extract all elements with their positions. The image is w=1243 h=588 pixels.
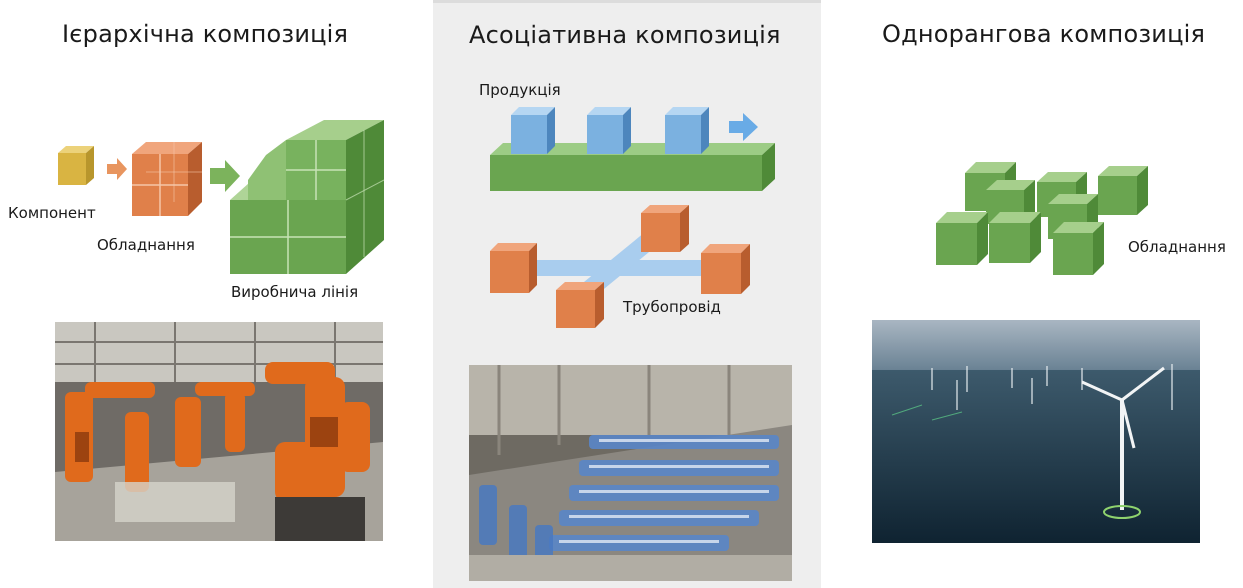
arrow-right-icon <box>210 160 240 192</box>
equipment-cube <box>936 212 988 265</box>
conveyor-belt <box>490 143 775 191</box>
associative-panel: Асоціативна композиція Продукція <box>433 0 821 588</box>
pipe-node-cube <box>701 244 750 294</box>
production-line-cube-cluster <box>230 120 385 274</box>
product-cube <box>587 107 631 154</box>
bottling-conveyor-photo <box>469 365 792 581</box>
hierarchical-panel: Ієрархічна композиція <box>0 0 430 588</box>
associative-diagram <box>490 107 775 328</box>
offshore-wind-farm-photo <box>872 320 1200 543</box>
hierarchical-diagram <box>58 120 385 274</box>
equipment-cube <box>1053 222 1104 275</box>
pipe-node-cube <box>490 243 537 293</box>
products-label: Продукція <box>479 81 561 99</box>
production-line-label: Виробнича лінія <box>231 283 359 301</box>
equipment-cube <box>989 212 1041 263</box>
component-cube <box>58 146 94 185</box>
product-cube <box>511 107 555 154</box>
associative-title: Асоціативна композиція <box>469 21 781 49</box>
arrow-right-icon <box>729 113 758 141</box>
pipe-node-cube <box>556 282 604 328</box>
peer-panel: Однорангова композиція <box>840 0 1243 588</box>
equipment-label: Обладнання <box>1128 238 1226 256</box>
robotic-assembly-line-photo <box>55 322 383 541</box>
component-label: Компонент <box>8 204 96 222</box>
pipeline-label: Трубопровід <box>623 298 721 316</box>
pipe-node-cube <box>641 205 689 252</box>
wind-turbine-icon <box>1081 366 1165 519</box>
equipment-cube <box>1098 166 1148 215</box>
peer-title: Однорангова композиція <box>882 20 1206 48</box>
equipment-cube-cluster <box>132 142 202 216</box>
hierarchical-title: Ієрархічна композиція <box>62 20 349 48</box>
equipment-label: Обладнання <box>97 236 195 254</box>
arrow-right-icon <box>107 158 127 180</box>
product-cube <box>665 107 709 154</box>
peer-diagram <box>936 162 1148 275</box>
